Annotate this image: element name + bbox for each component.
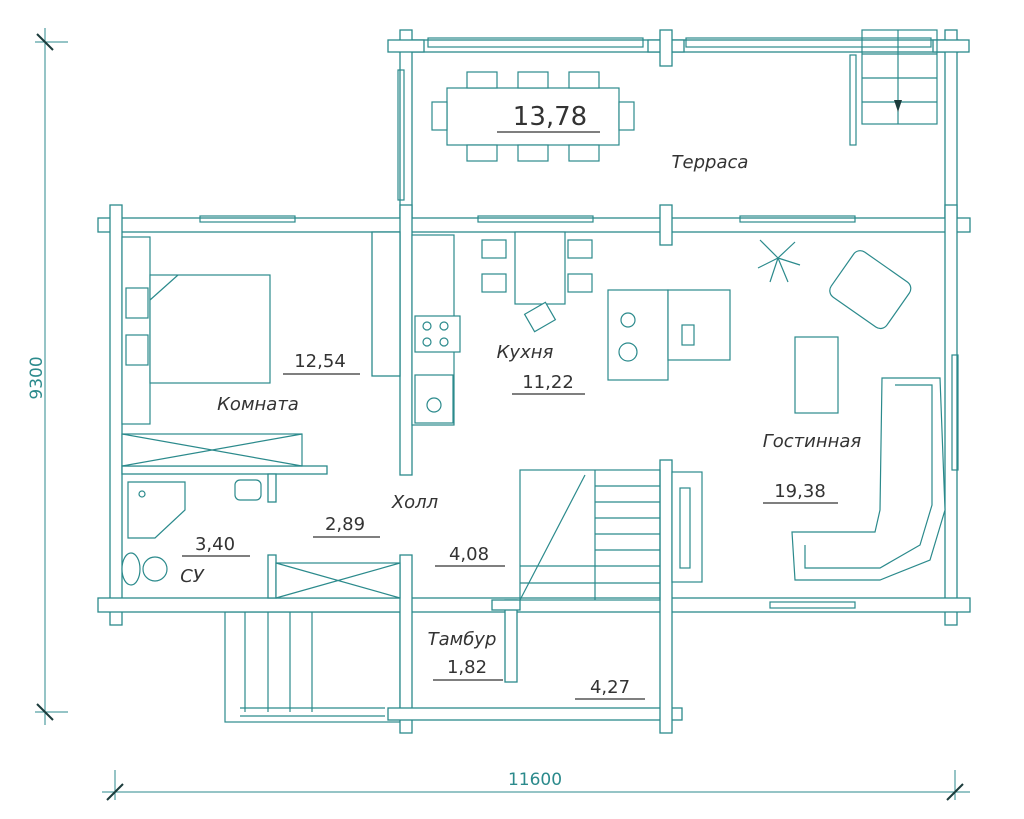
room-living: Гостинная 19,38 <box>763 431 862 504</box>
toilet <box>121 552 168 586</box>
dining-table-terrace <box>431 71 635 162</box>
room-area: 13,78 <box>513 102 587 132</box>
washbasin <box>234 479 262 501</box>
room-vestibule: Тамбур 1,82 <box>428 629 503 681</box>
room-area: 12,54 <box>294 351 346 372</box>
bed <box>121 236 271 425</box>
room-storage: 4,27 <box>575 677 645 700</box>
room-name: Тамбур <box>428 629 497 650</box>
room-name: Терраса <box>672 152 749 173</box>
shower <box>127 481 186 539</box>
room-bathroom: 3,40 СУ <box>180 534 250 587</box>
room-hall: Холл 2,89 <box>313 492 438 538</box>
room-kitchen: Кухня 11,22 <box>497 342 585 395</box>
kitchen-counter <box>411 234 461 426</box>
room-area: 4,08 <box>449 544 489 565</box>
room-area: 2,89 <box>325 514 365 535</box>
terrace-stairs <box>861 29 938 125</box>
room-hall-2: 4,08 <box>435 544 505 567</box>
windows <box>199 37 959 609</box>
room-name: Кухня <box>497 342 554 363</box>
wardrobe-hall <box>275 562 401 599</box>
dimension-width: 11600 <box>102 770 970 801</box>
room-area: 1,82 <box>447 657 487 678</box>
height-dimension-label: 9300 <box>27 356 47 399</box>
main-staircase <box>519 469 661 601</box>
corner-sofa <box>791 377 946 581</box>
porch-steps <box>224 611 401 723</box>
room-name: СУ <box>180 566 205 587</box>
room-terrace: 13,78 Терраса <box>497 102 748 173</box>
room-name: Комната <box>217 394 299 415</box>
walls <box>97 29 971 734</box>
room-name: Холл <box>391 492 438 513</box>
room-bedroom: 12,54 Комната <box>217 351 360 415</box>
fireplace <box>671 471 703 583</box>
width-dimension-label: 11600 <box>508 770 562 790</box>
coffee-table <box>794 336 839 414</box>
room-area: 19,38 <box>774 481 826 502</box>
room-name: Гостинная <box>763 431 862 452</box>
room-area: 4,27 <box>590 677 630 698</box>
room-area: 11,22 <box>522 372 574 393</box>
plant <box>757 239 801 283</box>
dimension-height: 9300 <box>27 28 68 725</box>
wardrobe-bedroom <box>121 433 303 467</box>
stove <box>607 289 731 381</box>
armchair <box>829 250 912 330</box>
room-area: 3,40 <box>195 534 235 555</box>
kitchen-table <box>481 231 593 333</box>
